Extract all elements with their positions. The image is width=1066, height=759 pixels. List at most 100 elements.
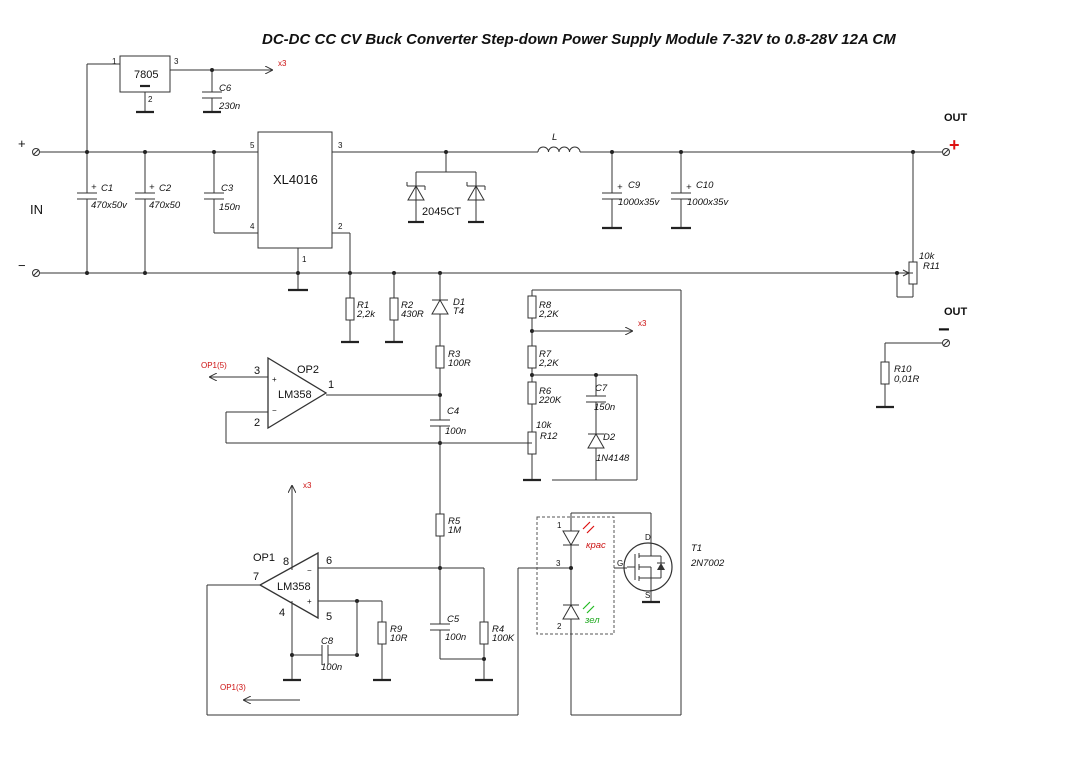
c10-plus: + bbox=[686, 182, 692, 193]
r9-ref: R9 bbox=[390, 624, 403, 635]
green-led bbox=[562, 603, 580, 620]
u7805-pin3: 3 bbox=[174, 57, 179, 66]
output-label-bottom: OUT bbox=[944, 306, 968, 318]
op2-pin2: 2 bbox=[254, 417, 260, 429]
op1-plus: + bbox=[307, 597, 312, 606]
c8-value: 100n bbox=[321, 662, 342, 673]
r5-value: 1M bbox=[448, 525, 461, 536]
r9-resistor bbox=[377, 621, 387, 645]
r1-resistor bbox=[345, 297, 355, 321]
r1-value: 2,2k bbox=[356, 309, 376, 320]
xl4016-ic bbox=[257, 131, 333, 249]
net-x3-mid: x3 bbox=[638, 319, 647, 328]
op2-pin1: 1 bbox=[328, 379, 334, 391]
r7-resistor bbox=[527, 345, 537, 369]
op1-pin5: 5 bbox=[326, 611, 332, 623]
op2-minus: − bbox=[272, 406, 277, 415]
input-minus-terminal bbox=[32, 269, 40, 277]
c2-ref: C2 bbox=[159, 183, 172, 194]
c10-ref: C10 bbox=[696, 180, 714, 191]
c3-ref: C3 bbox=[221, 183, 234, 194]
d2-diode bbox=[587, 432, 605, 449]
d1-ref: D1 bbox=[453, 297, 465, 308]
op1-pin6: 6 bbox=[326, 555, 332, 567]
schottky-left bbox=[406, 172, 426, 224]
op2-ref: OP2 bbox=[297, 364, 319, 376]
output-minus-sign: − bbox=[938, 319, 950, 341]
schottky-right bbox=[466, 172, 486, 224]
c3-capacitor bbox=[204, 152, 258, 234]
r2-resistor bbox=[389, 297, 399, 321]
r3-value: 100R bbox=[448, 358, 471, 369]
r8-resistor bbox=[527, 295, 537, 319]
red-led bbox=[562, 530, 580, 547]
c9-plus: + bbox=[617, 182, 623, 193]
green-led-label: зел bbox=[584, 615, 600, 626]
input-plus-terminal bbox=[32, 148, 40, 156]
inductor-ref: L bbox=[552, 132, 557, 143]
net-op1-5: OP1(5) bbox=[201, 361, 227, 370]
red-led-label: крас bbox=[586, 540, 606, 551]
inductor-l bbox=[537, 146, 581, 153]
input-minus-sign: − bbox=[18, 258, 26, 273]
r6-resistor bbox=[527, 381, 537, 405]
r6-value: 220K bbox=[538, 395, 562, 406]
d1-value: T4 bbox=[453, 306, 464, 317]
d2-value: 1N4148 bbox=[596, 453, 630, 464]
t1-value: 2N7002 bbox=[690, 558, 725, 569]
c1-value: 470x50v bbox=[91, 200, 128, 211]
t1-gate-label: G bbox=[617, 559, 623, 568]
t1-ref: T1 bbox=[691, 543, 702, 554]
r5-ref: R5 bbox=[448, 516, 461, 527]
input-label: IN bbox=[30, 202, 43, 217]
c4-ref: C4 bbox=[447, 406, 459, 417]
c9-capacitor bbox=[602, 152, 622, 230]
output-label-top: OUT bbox=[944, 112, 968, 124]
xl4016-pin2: 2 bbox=[338, 222, 343, 231]
u7805-pin1: 1 bbox=[112, 57, 117, 66]
r2-value: 430R bbox=[401, 309, 424, 320]
r10-resistor bbox=[880, 361, 890, 385]
t1-drain-label: D bbox=[645, 533, 651, 542]
r9-value: 10R bbox=[390, 633, 408, 644]
op2-amplifier bbox=[267, 356, 328, 430]
r4-ref: R4 bbox=[492, 624, 504, 635]
c7-ref: C7 bbox=[595, 383, 608, 394]
led-pin1: 1 bbox=[557, 521, 562, 530]
c9-value: 1000x35v bbox=[618, 197, 660, 208]
r7-value: 2,2K bbox=[538, 358, 559, 369]
r11-value: 10k bbox=[919, 251, 936, 262]
r6-ref: R6 bbox=[539, 386, 552, 397]
diagram-title: DC-DC CC CV Buck Converter Step-down Pow… bbox=[262, 31, 896, 48]
r1-ref: R1 bbox=[357, 300, 369, 311]
c4-value: 100n bbox=[445, 426, 466, 437]
op1-pin7: 7 bbox=[253, 571, 259, 583]
op1-pin8: 8 bbox=[283, 556, 289, 568]
c1-ref: C1 bbox=[101, 183, 113, 194]
r5-resistor bbox=[435, 513, 445, 537]
xl4016-pin5: 5 bbox=[250, 141, 255, 150]
op2-chip: LM358 bbox=[278, 389, 312, 401]
r12-value: 10k bbox=[536, 420, 553, 431]
r2-ref: R2 bbox=[401, 300, 414, 311]
c2-plus: + bbox=[149, 182, 155, 193]
u7805-pin2: 2 bbox=[148, 95, 153, 104]
c1-plus: + bbox=[91, 182, 97, 193]
net-x3-op1: x3 bbox=[303, 481, 312, 490]
r11-ref: R11 bbox=[923, 261, 940, 272]
r3-ref: R3 bbox=[448, 349, 461, 360]
c2-capacitor bbox=[135, 152, 155, 273]
op1-pin4: 4 bbox=[279, 607, 285, 619]
output-minus-terminal bbox=[942, 339, 950, 347]
c10-value: 1000x35v bbox=[687, 197, 729, 208]
t1-mosfet bbox=[623, 542, 673, 592]
c9-ref: C9 bbox=[628, 180, 641, 191]
r4-value: 100K bbox=[492, 633, 515, 644]
op2-pin3: 3 bbox=[254, 365, 260, 377]
d2-ref: D2 bbox=[603, 432, 616, 443]
led-pin2: 2 bbox=[557, 622, 562, 631]
c5-value: 100n bbox=[445, 632, 466, 643]
schottky-value: 2045CT bbox=[422, 206, 461, 218]
r3-resistor bbox=[435, 345, 445, 369]
